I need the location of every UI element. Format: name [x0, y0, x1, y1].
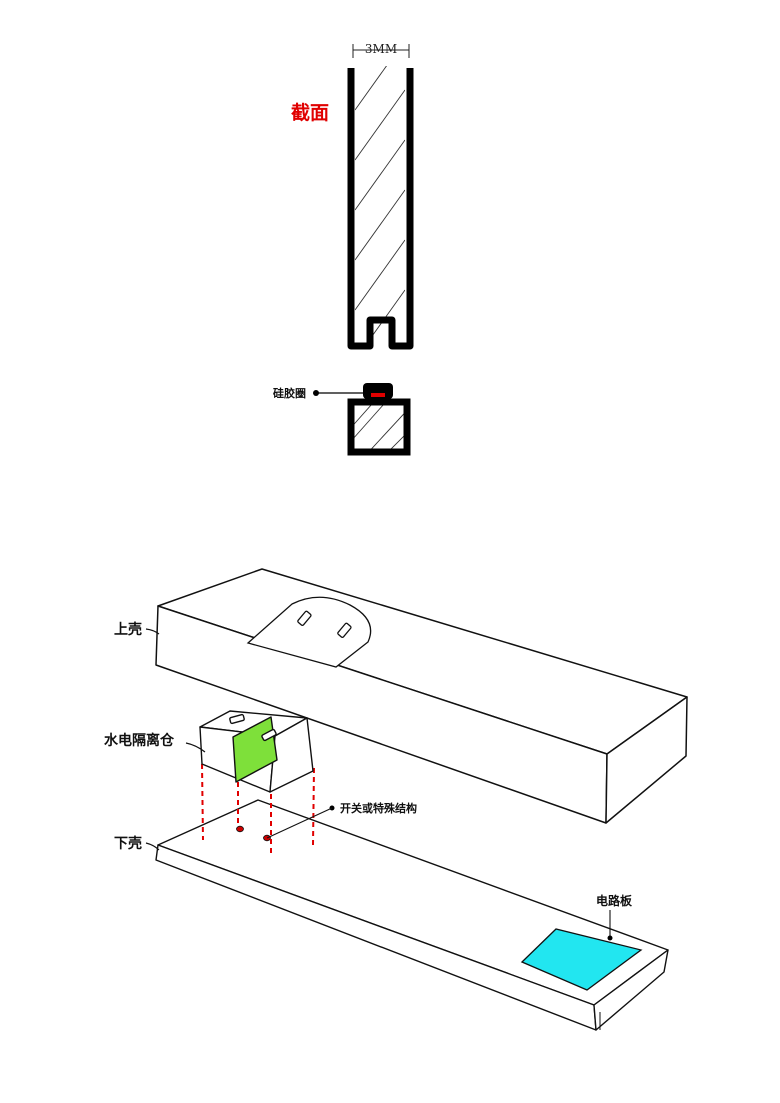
compartment-label: 水电隔离仓: [104, 732, 175, 749]
silicone-ring: [371, 393, 385, 397]
exploded-view: 上壳 水电隔离仓 开关或特殊结构 下壳 电路板: [104, 568, 688, 1031]
plug-recess: [246, 596, 372, 668]
compartment-callout: 水电隔离仓: [104, 732, 206, 753]
compartment-slot: [229, 713, 245, 725]
seal-callout: 硅胶圈: [273, 386, 370, 400]
circuit-board: [520, 928, 643, 991]
seal-profile: [347, 383, 411, 456]
upper-shell-callout: 上壳: [114, 621, 160, 638]
switch-callout: 开关或特殊结构: [266, 801, 417, 839]
section-title: 截面: [291, 101, 329, 124]
dimension-label: 3MM: [365, 42, 397, 56]
board-label: 电路板: [596, 893, 633, 908]
seal-label: 硅胶圈: [273, 386, 306, 400]
switch-hole-left: [236, 825, 244, 833]
lower-shell-callout: 下壳: [114, 835, 160, 852]
lower-shell-label: 下壳: [114, 835, 142, 852]
board-callout: 电路板: [596, 893, 633, 941]
dimension-marker: 3MM: [352, 42, 410, 58]
upper-shell: [155, 568, 688, 824]
plug-slot-left: [297, 610, 312, 626]
profile-outline: [347, 68, 414, 350]
switch-label: 开关或特殊结构: [340, 801, 417, 815]
upper-shell-label: 上壳: [114, 621, 142, 638]
lower-shell: [155, 799, 669, 1031]
cross-section: 3MM 截面 硅胶圈: [273, 42, 414, 456]
plug-slot-right: [337, 622, 352, 638]
isolation-compartment: [199, 710, 314, 793]
alignment-guides: [201, 763, 315, 857]
profile-hatching: [355, 66, 405, 338]
